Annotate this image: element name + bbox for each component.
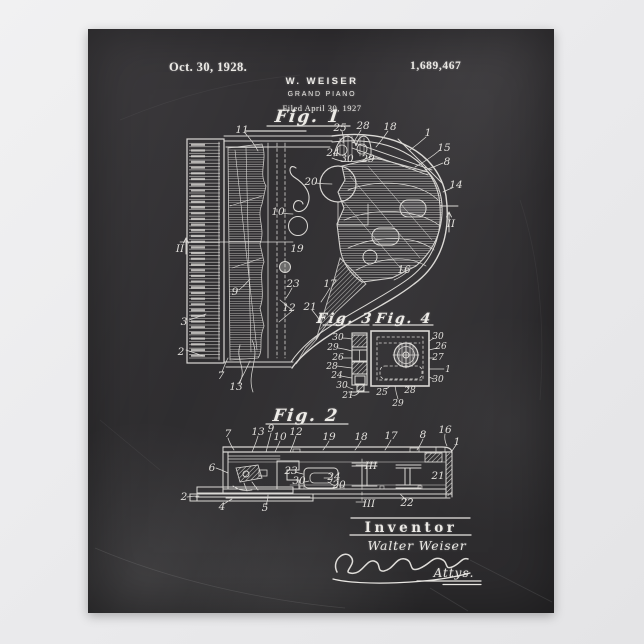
ref-numeral-10: 10	[273, 431, 287, 443]
ref-numeral-21: 21	[341, 391, 353, 401]
ref-numeral-1: 1	[425, 127, 432, 139]
ref-numeral-7: 7	[218, 370, 225, 382]
ref-numeral-20: 20	[303, 176, 318, 188]
attorneys-label: Attys.	[433, 566, 475, 580]
ref-numeral-22: 22	[399, 497, 414, 509]
patent-number: 1,689,467	[410, 60, 462, 72]
fig2-drawing	[186, 423, 457, 506]
ref-numeral-16: 16	[438, 424, 452, 436]
ref-numeral-1: 1	[445, 365, 451, 375]
ref-numeral-1: 1	[454, 436, 461, 448]
ref-numeral-17: 17	[323, 278, 337, 290]
ref-numeral-III: III	[364, 460, 378, 472]
ref-numeral-8: 8	[444, 156, 451, 168]
fig1-label: Fig. 1	[273, 107, 343, 127]
fig3-label: Fig. 3	[315, 311, 375, 327]
fig2-label: Fig. 2	[271, 406, 341, 426]
fig4-drawing	[370, 324, 445, 400]
ref-numeral-29: 29	[360, 153, 375, 165]
ref-numeral-28: 28	[403, 386, 416, 396]
ref-numeral-26: 26	[434, 342, 447, 352]
ref-numeral-25: 25	[332, 122, 347, 134]
ref-numeral-16: 16	[397, 264, 411, 276]
ref-numeral-21: 21	[430, 470, 444, 482]
ref-numeral-13: 13	[251, 426, 265, 438]
ref-numeral-24: 24	[330, 371, 343, 381]
ref-numeral-21: 21	[302, 301, 316, 313]
filed-date: Filed April 30, 1927	[282, 103, 362, 113]
ref-numeral-23: 23	[285, 278, 300, 290]
ref-numeral-12: 12	[289, 426, 303, 438]
ref-numeral-5: 5	[262, 502, 269, 514]
ref-numeral-20: 20	[331, 479, 346, 491]
inventor-name-header: W. WEISER	[285, 76, 359, 87]
ref-numeral-30: 30	[432, 375, 444, 385]
attorney-signature-script	[334, 553, 469, 575]
ref-numeral-12: 12	[282, 302, 296, 314]
ref-numeral-28: 28	[355, 120, 370, 132]
ref-numeral-30: 30	[340, 153, 354, 165]
patent-title: GRAND PIANO	[287, 91, 357, 98]
ref-numeral-6: 6	[209, 462, 216, 474]
ref-numeral-13: 13	[229, 381, 243, 393]
ref-numeral-II: II	[446, 218, 456, 230]
fig4-label: Fig. 4	[374, 311, 434, 327]
ref-numeral-II: II	[175, 243, 185, 255]
ref-numeral-4: 4	[218, 501, 226, 513]
ref-numeral-19: 19	[290, 243, 304, 255]
ref-numeral-17: 17	[384, 430, 398, 442]
ref-numeral-30: 30	[332, 333, 344, 343]
ref-numeral-15: 15	[437, 142, 451, 154]
ref-numeral-29: 29	[326, 343, 339, 353]
ref-numeral-28: 28	[325, 362, 338, 372]
ref-numeral-14: 14	[449, 179, 462, 191]
ref-numeral-30: 30	[336, 381, 348, 391]
chalk-scratches	[94, 74, 553, 612]
ref-numeral-8: 8	[420, 429, 427, 441]
ref-numeral-24: 24	[326, 471, 340, 483]
ref-numeral-III: III	[362, 498, 376, 510]
ref-numeral-7: 7	[225, 428, 232, 440]
ref-numeral-10: 10	[271, 206, 285, 218]
fig1-drawing	[179, 125, 459, 393]
ref-numeral-29: 29	[391, 399, 404, 409]
ref-numeral-11: 11	[235, 124, 248, 136]
ref-numeral-3: 3	[181, 316, 188, 328]
patent-date: Oct. 30, 1928.	[169, 60, 248, 74]
inventor-caption: Inventor	[364, 520, 458, 536]
ref-numeral-30: 30	[292, 475, 306, 487]
inventor-signature-name: Walter Weiser	[367, 538, 467, 553]
ref-numeral-24: 24	[325, 147, 339, 159]
ref-numeral-2: 2	[180, 491, 188, 503]
ref-numeral-9: 9	[232, 286, 239, 298]
ref-numeral-26: 26	[331, 353, 344, 363]
fig3-drawing	[322, 324, 370, 396]
ref-numeral-9: 9	[268, 423, 275, 435]
ref-numeral-18: 18	[354, 431, 368, 443]
ref-numeral-30: 30	[432, 332, 444, 342]
ref-numeral-19: 19	[322, 431, 336, 443]
ref-numeral-18: 18	[383, 121, 397, 133]
ref-numeral-23: 23	[283, 465, 298, 477]
ref-numeral-27: 27	[431, 353, 444, 363]
signature-block-lines	[332, 517, 482, 586]
ref-numeral-25: 25	[375, 388, 388, 398]
ref-numeral-2: 2	[177, 346, 185, 358]
